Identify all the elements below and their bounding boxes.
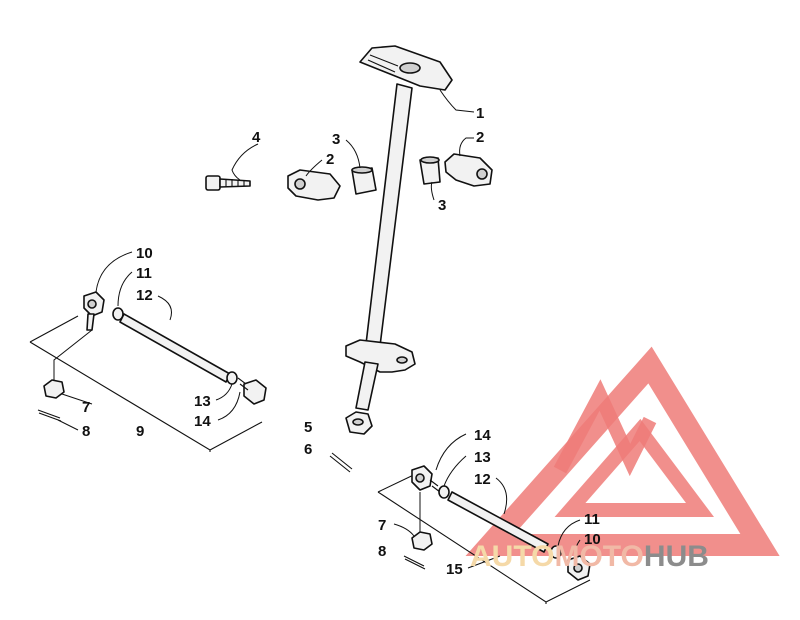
- callout-2-right: 2: [476, 129, 484, 146]
- callout-9: 9: [136, 423, 144, 440]
- callout-11-left: 11: [136, 265, 152, 282]
- tie-rod-end-right-outer-ball: [573, 563, 583, 573]
- leader-11-right: [557, 519, 581, 547]
- leader-2-left: [305, 159, 323, 177]
- steering-column-bracket: [345, 339, 416, 373]
- callout-15: 15: [446, 561, 463, 578]
- leader-lines: [57, 89, 581, 569]
- callout-1: 1: [476, 105, 484, 122]
- watermark-text-auto: AUTO: [470, 540, 554, 573]
- steering-column-shaft: [365, 83, 413, 347]
- tie-rod-end-left-stud: [86, 313, 95, 331]
- leader-4: [231, 143, 259, 181]
- callout-13-left: 13: [194, 393, 211, 410]
- leader-14-right: [435, 433, 467, 471]
- castle-nut-left-leader: [53, 329, 93, 380]
- bolt-shank: [219, 178, 251, 188]
- clamp-left: [287, 169, 341, 201]
- callout-4: 4: [252, 129, 261, 146]
- tie-rod-left-box: [29, 315, 263, 452]
- bolt-thread: [225, 179, 245, 187]
- castle-nut-left: [43, 379, 65, 399]
- jam-nut-left-inner: [226, 371, 238, 385]
- tie-rod-left-assembly: [29, 291, 267, 452]
- callout-7-left: 7: [82, 399, 90, 416]
- leader-13-right: [443, 455, 467, 487]
- bushing-right: [419, 156, 441, 185]
- callout-2-left: 2: [326, 151, 334, 168]
- steering-column-top-hole: [399, 62, 421, 74]
- tie-rod-end-left-inner: [243, 379, 267, 405]
- cotter-pin-center-body: [329, 452, 353, 473]
- callout-3-right: 3: [438, 197, 446, 214]
- steering-column-lower-shaft: [355, 361, 379, 411]
- watermark-logo: [465, 346, 780, 556]
- cotter-pin-right: [403, 555, 426, 570]
- steering-column-bracket-hole: [396, 356, 408, 364]
- leader-14-left: [217, 391, 241, 421]
- leader-12-right: [495, 477, 508, 515]
- watermark-triangle-inner: [554, 418, 714, 517]
- callout-6: 6: [304, 441, 312, 458]
- leader-10-left: [95, 251, 133, 293]
- watermark-m-stroke: [553, 379, 657, 477]
- cotter-pin-center: [329, 452, 353, 473]
- leader-3-left: [345, 139, 361, 169]
- leader-13-left: [215, 383, 233, 401]
- bushing-left-end: [351, 166, 373, 174]
- callout-5: 5: [304, 419, 312, 436]
- tie-rod-end-right-inner-ball: [415, 473, 425, 483]
- leader-7-right: [393, 523, 415, 537]
- bushing-left: [351, 166, 377, 195]
- callout-14-left: 14: [194, 413, 211, 430]
- leader-2-right: [459, 137, 474, 157]
- callout-8-right: 8: [378, 543, 386, 560]
- callout-8-left: 8: [82, 423, 90, 440]
- watermark-text: AUTOMOTOHUB: [470, 540, 709, 573]
- castle-nut-right: [411, 531, 433, 551]
- steering-column-top-slot: [367, 54, 399, 73]
- callout-10-left: 10: [136, 245, 153, 262]
- jam-nut-left-outer: [112, 307, 124, 321]
- clamp-right: [444, 153, 493, 187]
- cotter-pin-left: [37, 409, 62, 422]
- leader-10-right: [575, 539, 581, 557]
- callout-7-right: 7: [378, 517, 386, 534]
- callout-3-left: 3: [332, 131, 340, 148]
- tie-rod-right-assembly: [377, 465, 591, 604]
- leader-1: [439, 89, 475, 113]
- callout-13-right: 13: [474, 449, 491, 466]
- callout-numbers: 1 2 3 4 2 3 10 11 12 13 14 7 8 9 5 6 14 …: [82, 105, 601, 578]
- callout-12-left: 12: [136, 287, 153, 304]
- tie-rod-end-left-outer-ball: [87, 299, 97, 309]
- clamp-left-hole: [294, 178, 306, 190]
- leader-8-left: [57, 419, 79, 431]
- leader-15: [467, 555, 501, 569]
- castle-nut-center: [345, 411, 373, 435]
- leader-7-left: [61, 393, 93, 405]
- jam-nut-right-outer: [550, 545, 562, 559]
- bushing-right-end: [420, 156, 440, 164]
- callout-14-right: 14: [474, 427, 491, 444]
- callout-10-right: 10: [584, 531, 601, 548]
- castle-nut-center-hole: [352, 418, 364, 426]
- tie-rod-left-rod: [119, 313, 231, 383]
- leader-12-left: [157, 295, 172, 321]
- callout-11-right: 11: [584, 511, 600, 528]
- clamp-right-hole: [476, 168, 488, 180]
- leader-3-right: [430, 181, 435, 201]
- steering-column: [345, 45, 453, 411]
- watermark-text-hub: HUB: [644, 540, 709, 573]
- watermark-text-moto: MOTO: [554, 540, 643, 573]
- leader-11-left: [117, 271, 133, 307]
- tie-rod-right-rod: [447, 491, 549, 553]
- jam-nut-right-inner: [438, 485, 450, 499]
- bolt: [205, 175, 251, 191]
- tie-rod-end-left-inner-thread: [237, 377, 249, 391]
- bolt-head: [205, 175, 221, 191]
- callout-12-right: 12: [474, 471, 491, 488]
